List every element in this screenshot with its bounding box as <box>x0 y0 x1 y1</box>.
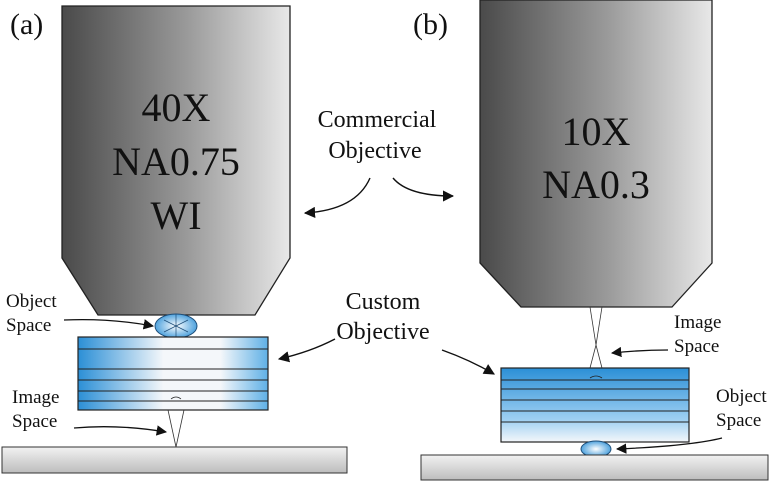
custom-objective-label-1: Custom <box>346 289 421 315</box>
arrow-custom-right <box>441 349 495 375</box>
objective-10x-label-1: 10X <box>562 109 631 154</box>
arrow-custom-left <box>277 338 336 363</box>
arrow-commercial-right <box>392 177 455 202</box>
object-space-label-b-2: Space <box>716 410 761 431</box>
sample-slide-b <box>420 454 769 481</box>
commercial-objective-label-2: Objective <box>328 138 421 164</box>
focus-cone-b <box>589 306 603 369</box>
focus-cone-a <box>167 409 185 448</box>
objective-40x <box>61 5 291 316</box>
objective-40x-label-3: WI <box>150 193 201 238</box>
object-space-label-a-1: Object <box>6 291 57 312</box>
image-space-label-a-2: Space <box>12 411 57 432</box>
objective-10x-label-2: NA0.3 <box>542 162 650 207</box>
sample-slide-a <box>1 446 348 474</box>
object-space-label-b-1: Object <box>716 386 767 407</box>
objective-40x-label-2: NA0.75 <box>112 139 240 184</box>
objective-10x <box>479 0 713 308</box>
panel-b: (b) 10X NA0.3 Image Space Object Space <box>413 0 769 481</box>
arrow-image-space-b <box>610 346 669 358</box>
custom-objective-label-2: Objective <box>336 319 429 345</box>
arrow-object-space-b <box>615 437 723 454</box>
image-space-label-b-1: Image <box>674 312 721 333</box>
panel-a-tag: (a) <box>10 8 43 41</box>
custom-objective-stack-a <box>77 336 269 411</box>
arrow-object-space-a <box>63 318 155 330</box>
drop-rays <box>163 314 189 338</box>
image-space-label-b-2: Space <box>674 336 719 357</box>
arrow-commercial-left <box>303 177 371 218</box>
center-labels: Commercial Objective Custom Objective <box>277 107 495 375</box>
commercial-objective-label-1: Commercial <box>318 107 437 133</box>
arrow-image-space-a <box>73 425 168 436</box>
objective-40x-label-1: 40X <box>142 85 211 130</box>
custom-objective-stack-b <box>500 367 690 443</box>
image-space-label-a-1: Image <box>12 387 59 408</box>
panel-b-tag: (b) <box>413 8 448 41</box>
panel-a: (a) 40X NA0.75 WI Object Space Image Spa… <box>1 5 348 474</box>
object-space-label-a-2: Space <box>6 315 51 336</box>
